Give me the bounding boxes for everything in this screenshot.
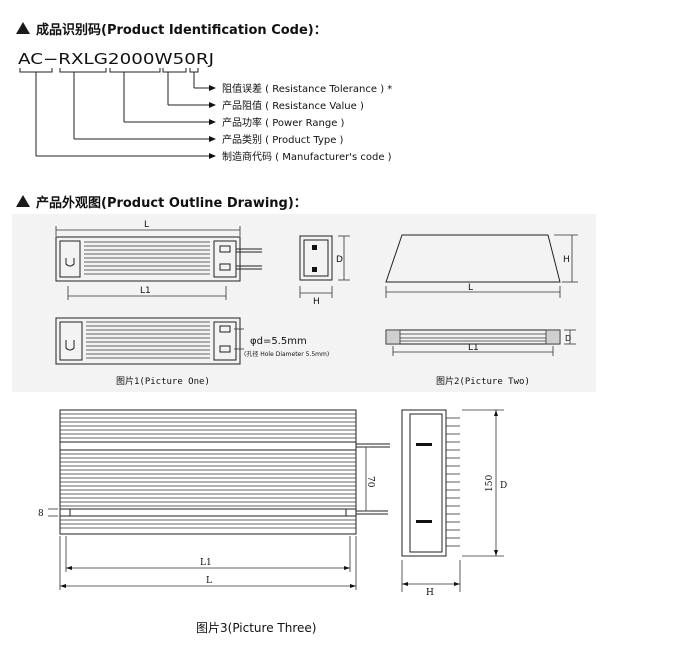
picture-two-caption: 图片2(Picture Two)	[436, 375, 530, 387]
dim-L-label: L	[144, 220, 149, 230]
phi-diameter-label: φd=5.5mm	[250, 336, 307, 347]
picture-three-side-view: 150 D H	[401, 409, 507, 598]
section2-title: 产品外观图(Product Outline Drawing)：	[36, 195, 307, 211]
triangle-icon	[16, 22, 30, 34]
picture-one-lower-view: φd=5.5mm (孔径 Hole Diameter 5.5mm) 图片1(Pi…	[55, 317, 329, 387]
dim-L1-label: L1	[468, 343, 479, 353]
dim-H-label: H	[313, 297, 320, 307]
label-manufacturer-code: 制造商代码 ( Manufacturer's code )	[222, 150, 392, 163]
dim-D-label: D	[500, 481, 507, 491]
picture-three-caption: 图片3(Picture Three)	[196, 621, 316, 635]
leader-arrows	[209, 85, 216, 159]
label-resistance-tolerance: 阻值误差 ( Resistance Tolerance ) *	[222, 82, 392, 95]
picture-one-top-view: L L1	[55, 220, 262, 300]
picture-two: H L D L1 图片2(Picture Two)	[385, 234, 578, 387]
dim-8-label: 8	[38, 509, 44, 519]
dim-70-label: 70	[365, 476, 375, 488]
section1-title: 成品识别码(Product Identification Code)：	[36, 22, 327, 38]
code-brackets	[19, 68, 199, 73]
dim-H-label: H	[563, 255, 570, 265]
dim-L1-label: L1	[200, 558, 212, 568]
label-product-type: 产品类别 ( Product Type )	[222, 133, 344, 146]
dim-L-label: L	[206, 576, 212, 586]
code-leaders	[35, 72, 210, 157]
picture-one-caption: 图片1(Picture One)	[116, 375, 210, 387]
dim-150-label: 150	[485, 475, 495, 492]
triangle-icon	[16, 195, 30, 207]
label-resistance-value: 产品阻值 ( Resistance Value )	[222, 99, 364, 112]
picture-one-end-view: H D	[299, 235, 350, 307]
dim-H-label: H	[426, 588, 434, 598]
dim-D-label: D	[336, 255, 343, 265]
picture-three-front-view: 8 70 L1 L	[38, 409, 390, 590]
dim-L1-label: L1	[140, 286, 151, 296]
dim-D-label: D	[565, 334, 571, 343]
hole-diameter-note: (孔径 Hole Diameter 5.5mm)	[244, 350, 329, 358]
product-code: AC−RXLG2000W50RJ	[18, 50, 214, 68]
dim-L-label: L	[468, 283, 473, 293]
label-power-range: 产品功率 ( Power Range )	[222, 116, 345, 129]
